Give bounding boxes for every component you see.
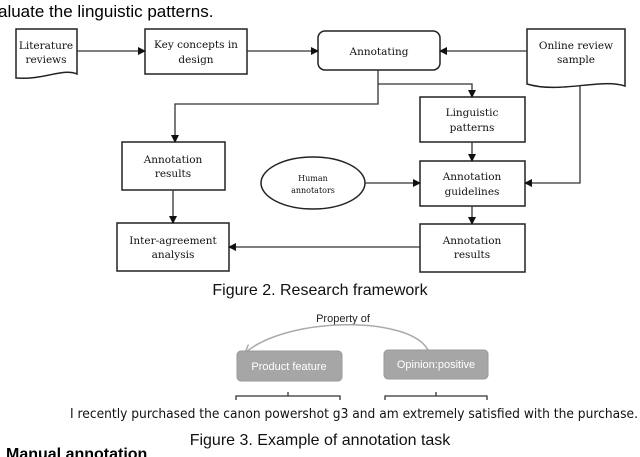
svg-text:sample: sample bbox=[557, 54, 595, 66]
tag-opinion-positive: Opinion:positive bbox=[383, 349, 489, 380]
svg-text:Human: Human bbox=[298, 174, 328, 183]
relation-label: Property of bbox=[316, 313, 371, 325]
svg-text:patterns: patterns bbox=[450, 122, 495, 134]
figure-3-caption: Figure 3. Example of annotation task bbox=[189, 432, 451, 449]
figure-3-diagram: Property of Product feature Opinion:posi… bbox=[70, 313, 638, 422]
svg-text:results: results bbox=[155, 168, 191, 180]
node-annotation-results-left: Annotation results bbox=[121, 141, 226, 191]
svg-text:Literature: Literature bbox=[19, 40, 73, 52]
node-human-annotators: Human annotators bbox=[260, 156, 366, 210]
node-linguistic-patterns: Linguistic patterns bbox=[419, 96, 526, 143]
svg-text:Online review: Online review bbox=[539, 40, 613, 52]
svg-text:Annotation: Annotation bbox=[442, 235, 502, 247]
node-annotation-results-right: Annotation results bbox=[419, 223, 526, 273]
svg-text:Product feature: Product feature bbox=[251, 361, 326, 373]
arrow-online-to-guidelines bbox=[524, 86, 581, 187]
figure-2-caption: Figure 2. Research framework bbox=[212, 282, 428, 299]
svg-text:reviews: reviews bbox=[25, 54, 66, 66]
svg-text:annotators: annotators bbox=[291, 186, 335, 195]
body-text: aluate the linguistic patterns. bbox=[0, 2, 214, 21]
arrow-annotating-to-linguistic bbox=[378, 83, 476, 98]
node-key-concepts: Key concepts in design bbox=[144, 28, 248, 75]
svg-text:guidelines: guidelines bbox=[445, 186, 500, 198]
tag-product-feature: Product feature bbox=[236, 350, 343, 382]
node-literature-reviews: Literature reviews bbox=[15, 28, 78, 79]
svg-text:Linguistic: Linguistic bbox=[446, 107, 499, 119]
node-annotating: Annotating bbox=[317, 30, 441, 71]
bracket-opinion bbox=[384, 392, 488, 400]
svg-text:Opinion:positive: Opinion:positive bbox=[397, 359, 475, 371]
node-online-review-sample: Online review sample bbox=[526, 28, 626, 89]
svg-text:analysis: analysis bbox=[152, 249, 195, 261]
relation-arc bbox=[246, 324, 429, 352]
svg-text:design: design bbox=[178, 54, 213, 66]
section-heading: Manual annotation bbox=[6, 446, 148, 457]
node-annotation-guidelines: Annotation guidelines bbox=[419, 160, 526, 207]
node-inter-agreement-analysis: Inter-agreement analysis bbox=[116, 222, 230, 272]
svg-text:Annotation: Annotation bbox=[143, 154, 203, 166]
svg-text:Key concepts in: Key concepts in bbox=[154, 39, 238, 51]
example-sentence: I recently purchased the canon powershot… bbox=[70, 406, 638, 422]
svg-text:Annotating: Annotating bbox=[349, 46, 409, 58]
bracket-product bbox=[235, 392, 341, 400]
arrow-annotating-to-results-left bbox=[171, 70, 379, 143]
svg-text:Inter-agreement: Inter-agreement bbox=[129, 235, 217, 247]
svg-text:Annotation: Annotation bbox=[442, 171, 502, 183]
svg-text:results: results bbox=[454, 249, 490, 261]
